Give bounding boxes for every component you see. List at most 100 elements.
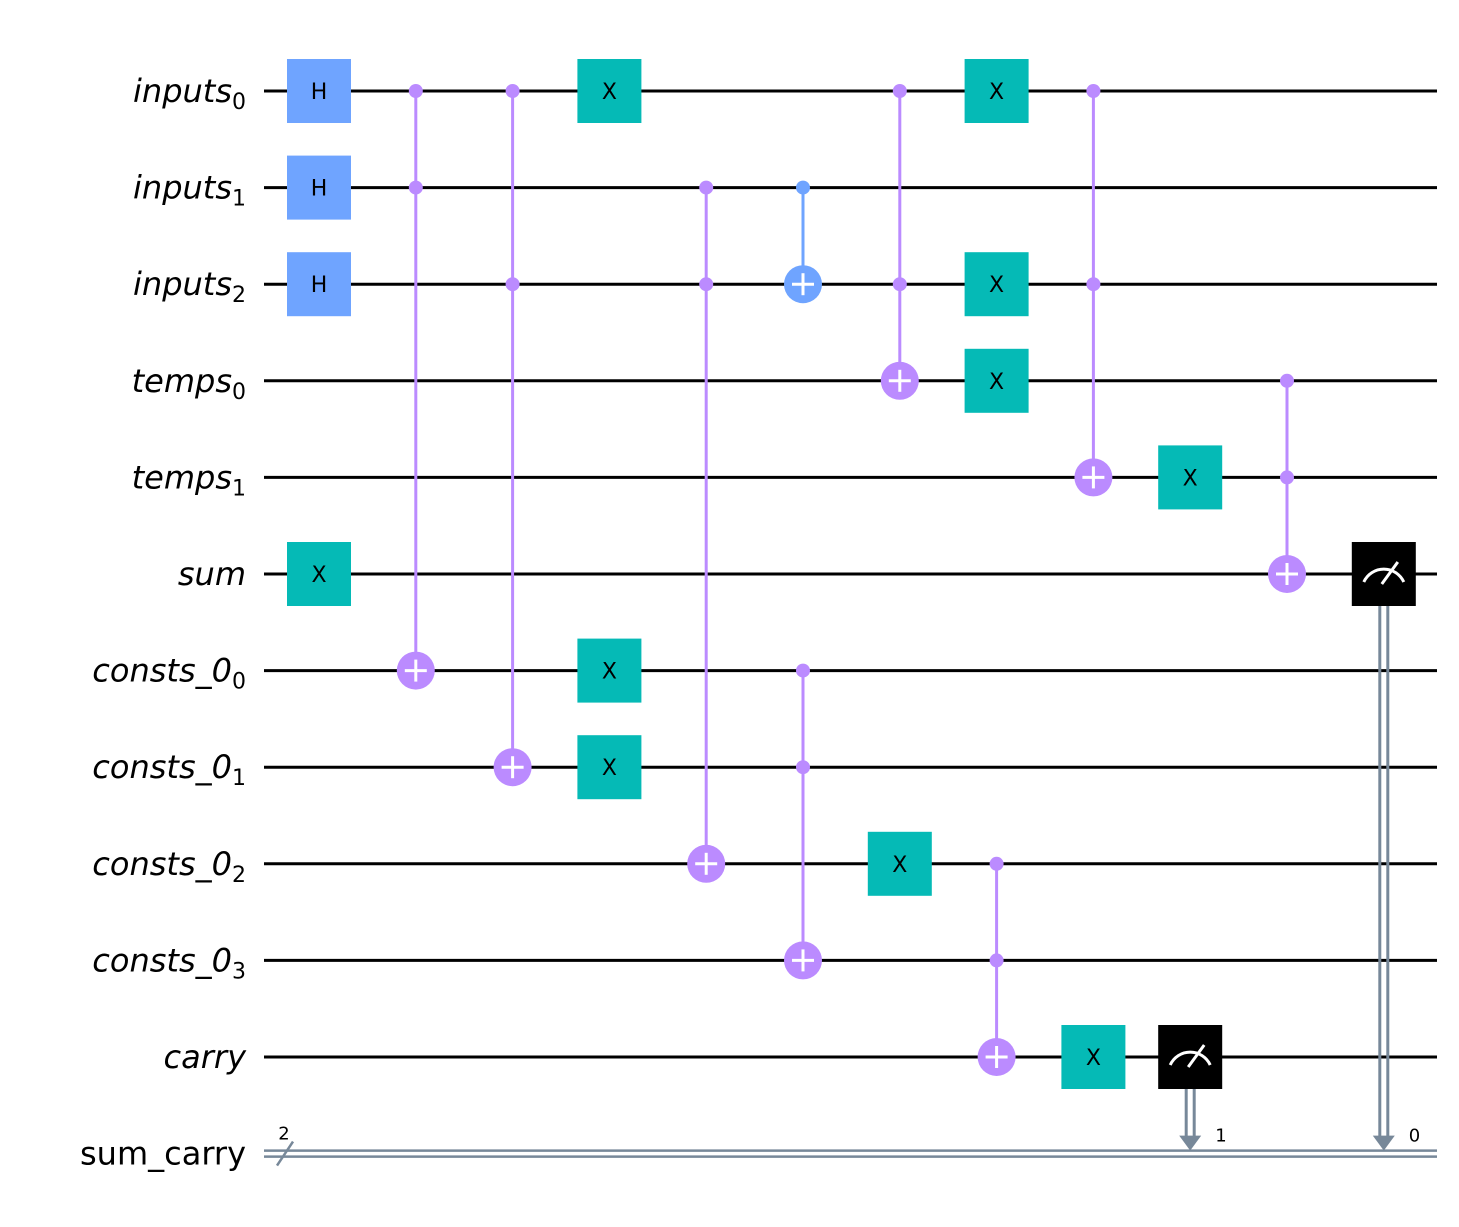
control-dot — [505, 84, 520, 98]
pauli-x-gate: X — [287, 542, 351, 606]
pauli-x-gate: X — [867, 831, 932, 896]
measure-box — [1351, 542, 1416, 606]
qubit-label-index: 3 — [232, 959, 246, 984]
qubit-label-index: 1 — [232, 766, 246, 791]
qubit-label: inputs2 — [133, 265, 246, 308]
toffoli-gate — [493, 84, 532, 787]
classical-register-size: 2 — [278, 1124, 289, 1145]
measurement: 1 — [1158, 1025, 1227, 1151]
pauli-x-gate: X — [1158, 445, 1223, 510]
toffoli-gate — [880, 84, 919, 400]
gate-label: X — [602, 80, 617, 105]
toffoli-gate — [687, 180, 726, 883]
qubit-label-name: consts_0 — [92, 748, 232, 786]
pauli-x-gate: X — [964, 252, 1029, 317]
gate-box — [577, 59, 642, 123]
pauli-x-gate: X — [577, 59, 642, 123]
qubit-label: inputs1 — [133, 169, 246, 212]
pauli-x-gate: X — [964, 348, 1029, 413]
classical-bit-index: 1 — [1215, 1126, 1226, 1147]
qubit-label-index: 2 — [232, 283, 246, 308]
meter-needle-icon — [1186, 1044, 1206, 1068]
qubit-label-name: consts_0 — [92, 941, 232, 979]
gate-label: X — [989, 370, 1004, 395]
control-dot — [1280, 373, 1294, 388]
qubit-label-name: sum — [178, 555, 246, 593]
gate-box — [1061, 1025, 1126, 1089]
gate-box — [1158, 445, 1223, 510]
gate-label: H — [311, 80, 328, 105]
gate-box — [964, 59, 1029, 123]
qubit-label-index: 0 — [232, 380, 246, 405]
control-dot — [989, 856, 1004, 871]
gate-box — [964, 348, 1029, 413]
gate-label: X — [989, 273, 1004, 298]
gate-label: H — [311, 273, 328, 298]
bundle-slash — [275, 1140, 295, 1167]
control-dot — [796, 663, 810, 678]
toffoli-gate — [977, 856, 1016, 1076]
meter-icon — [1362, 567, 1406, 583]
gate-label: X — [602, 660, 617, 685]
gate-box — [964, 252, 1029, 317]
register-labels: inputs0inputs1inputs2temps0temps1sumcons… — [80, 72, 247, 1173]
qubit-label-index: 1 — [232, 187, 246, 212]
qubit-label-name: temps — [132, 362, 232, 400]
control-dot — [1086, 277, 1101, 292]
gate-box — [287, 542, 351, 606]
meter-icon — [1168, 1050, 1212, 1066]
gate-box — [287, 59, 351, 123]
measurement: 0 — [1351, 542, 1420, 1151]
qubit-label: consts_02 — [92, 845, 246, 888]
gate-box — [867, 831, 932, 896]
qubit-label-index: 0 — [232, 90, 246, 115]
measurement-arrow — [1372, 1135, 1395, 1151]
qubit-label: sum — [178, 555, 246, 593]
control-dot — [796, 760, 810, 775]
toffoli-gate — [784, 663, 822, 980]
toffoli-gate — [1074, 84, 1113, 497]
gate-box — [287, 155, 351, 220]
qubit-label: temps1 — [132, 458, 246, 501]
hadamard-gate: H — [287, 59, 351, 123]
qubit-label-index: 1 — [232, 476, 246, 501]
qubit-label: consts_01 — [92, 748, 246, 791]
qubit-label-name: inputs — [133, 169, 232, 207]
control-dot — [892, 277, 907, 292]
qubit-label-name: temps — [132, 458, 232, 496]
qubit-label-name: inputs — [133, 72, 232, 110]
control-dot — [408, 84, 423, 98]
classical-register-label: sum_carry — [80, 1135, 246, 1173]
gate-box — [577, 735, 642, 800]
control-dot — [408, 180, 423, 195]
control-dot — [505, 277, 520, 292]
qubit-label: consts_00 — [92, 652, 246, 695]
pauli-x-gate: X — [964, 59, 1029, 123]
gate-label: X — [1183, 466, 1198, 491]
qubit-label-name: consts_0 — [92, 845, 232, 883]
qubit-label-name: consts_0 — [92, 652, 232, 690]
hadamard-gate: H — [287, 252, 351, 317]
gate-label: X — [602, 756, 617, 781]
control-dot — [1086, 84, 1101, 98]
measure-box — [1158, 1025, 1223, 1089]
qubit-label-name: carry — [164, 1038, 248, 1076]
gate-label: X — [892, 853, 907, 878]
cnot-gate — [784, 180, 822, 304]
pauli-x-gate: X — [577, 638, 642, 703]
qubit-label: inputs0 — [133, 72, 246, 115]
control-dot — [892, 84, 907, 98]
toffoli-gate — [396, 84, 435, 690]
gate-label: X — [311, 563, 326, 588]
qubit-label: consts_03 — [92, 941, 246, 984]
qubit-label: temps0 — [132, 362, 246, 405]
gate-box — [287, 252, 351, 317]
pauli-x-gate: X — [577, 735, 642, 800]
measurement-arrow — [1179, 1135, 1202, 1151]
hadamard-gate: H — [287, 155, 351, 220]
meter-needle-icon — [1380, 561, 1400, 585]
control-dot — [699, 277, 714, 292]
qubit-label-index: 2 — [232, 863, 246, 888]
